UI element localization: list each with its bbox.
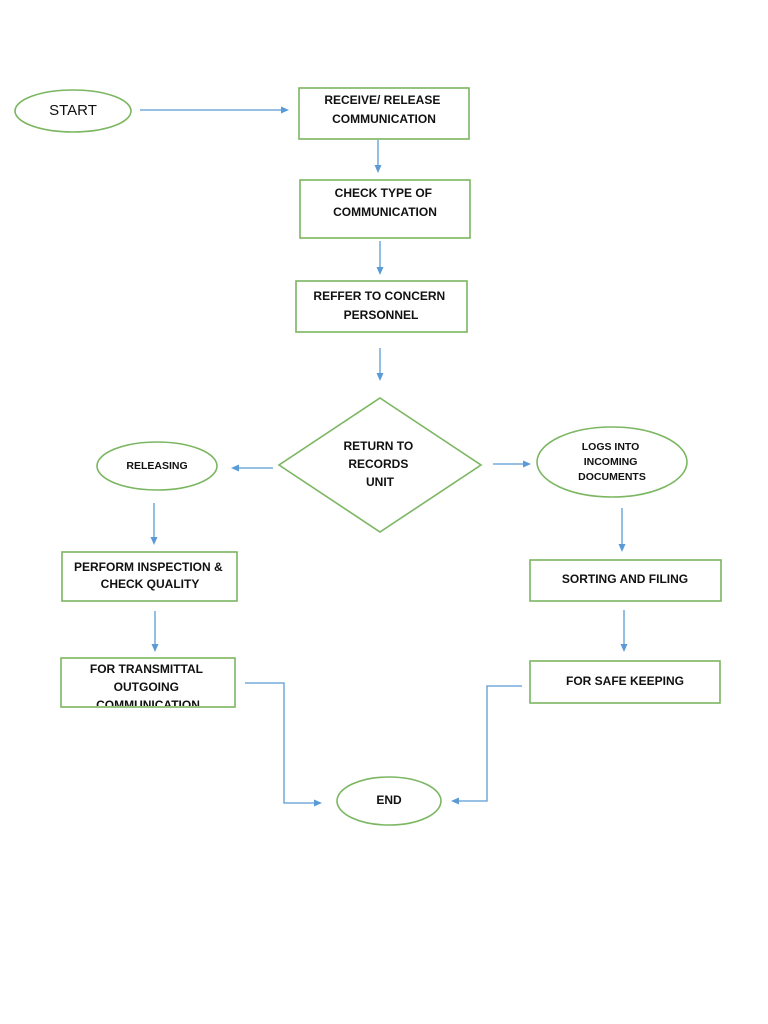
svg-text:RETURN TO RECORDS: RETURN TO RECORDS UNIT	[343, 439, 416, 489]
safe-label: FOR SAFE KEEPING	[566, 674, 684, 688]
transmittal-label-line-1: FOR TRANSMITTAL	[90, 662, 203, 676]
svg-text:LOGS INTO INCOMING: LOGS INTO INCOMING DOCUMENTS	[578, 441, 646, 483]
safe-box	[529, 660, 721, 704]
edges	[140, 106, 628, 807]
node-logs: LOGS INTO INCOMING DOCUMENTS	[536, 426, 688, 498]
arrowhead-decision-releasing	[231, 464, 239, 472]
arrowhead-sorting-safe	[620, 644, 628, 652]
svg-text:START: START	[49, 102, 97, 119]
check-box	[299, 179, 471, 239]
end-ellipse	[336, 776, 442, 826]
decision-label-line-2: RECORDS	[348, 457, 408, 471]
end-label: END	[376, 793, 402, 807]
receive-box	[298, 87, 470, 140]
node-refer: REFFER TO CONCERN PERSONNEL	[295, 280, 468, 333]
svg-text:CHECK TYPE OF COMMUNICAT: CHECK TYPE OF COMMUNICATION	[333, 186, 437, 219]
svg-text:RECEIVE/ RELEASE COMMUNI: RECEIVE/ RELEASE COMMUNICATION	[324, 93, 443, 126]
svg-text:REFFER TO CONCERN PERSON: REFFER TO CONCERN PERSONNEL	[313, 289, 448, 322]
releasing-ellipse	[96, 441, 218, 491]
arrowhead-check-refer	[376, 267, 384, 275]
check-label-line-1: CHECK TYPE OF	[335, 186, 432, 200]
svg-text:RELEASING: RELEASING	[126, 460, 187, 472]
node-end: END	[336, 776, 442, 826]
refer-box	[295, 280, 468, 333]
start-label: START	[49, 102, 97, 119]
node-transmittal: FOR TRANSMITTAL OUTGOING COMMUNICATION	[60, 657, 236, 712]
decision-diamond	[277, 397, 483, 533]
start-ellipse	[14, 89, 132, 133]
refer-label-line-1: REFFER TO CONCERN	[313, 289, 445, 303]
sorting-label: SORTING AND FILING	[562, 572, 688, 586]
edge-safe-end	[458, 685, 522, 802]
svg-text:FOR TRANSMITTAL OUTGOING: FOR TRANSMITTAL OUTGOING COMMUNICATION	[90, 662, 206, 712]
arrowhead-transmittal-end	[314, 799, 322, 807]
svg-text:SORTING AND FILING: SORTING AND FILING	[562, 572, 688, 586]
releasing-label: RELEASING	[126, 460, 187, 472]
inspection-label-line-1: PERFORM INSPECTION &	[74, 560, 223, 574]
transmittal-label-line-3: COMMUNICATION	[96, 698, 200, 712]
node-start: START	[14, 89, 132, 133]
inspection-box	[61, 551, 238, 602]
edge-transmittal-end	[245, 682, 315, 804]
logs-ellipse	[536, 426, 688, 498]
arrowhead-decision-logs	[523, 460, 531, 468]
receive-label-line-1: RECEIVE/ RELEASE	[324, 93, 440, 107]
node-check-type: CHECK TYPE OF COMMUNICATION	[299, 179, 471, 239]
decision-label-line-1: RETURN TO	[343, 439, 413, 453]
arrowhead-logs-sorting	[618, 544, 626, 552]
transmittal-label-line-2: OUTGOING	[114, 680, 179, 694]
svg-text:FOR SAFE KEEPING: FOR SAFE KEEPING	[566, 674, 684, 688]
logs-label-line-1: LOGS INTO	[582, 441, 640, 453]
svg-text:END: END	[376, 793, 402, 807]
node-releasing: RELEASING	[96, 441, 218, 491]
transmittal-box	[60, 657, 236, 708]
node-decision: RETURN TO RECORDS UNIT	[277, 397, 483, 533]
arrowhead-safe-end	[451, 797, 459, 805]
decision-label-line-3: UNIT	[366, 475, 395, 489]
node-receive-release: RECEIVE/ RELEASE COMMUNICATION	[298, 87, 470, 140]
node-inspection: PERFORM INSPECTION & CHECK QUALITY	[61, 551, 238, 602]
inspection-label-line-2: CHECK QUALITY	[101, 577, 200, 591]
node-safe-keeping: FOR SAFE KEEPING	[529, 660, 721, 704]
arrowhead-releasing-inspection	[150, 537, 158, 545]
svg-text:PERFORM INSPECTION & CHE: PERFORM INSPECTION & CHECK QUALITY	[74, 560, 226, 591]
node-sorting: SORTING AND FILING	[529, 559, 722, 602]
receive-label-line-2: COMMUNICATION	[332, 112, 436, 126]
logs-label-line-3: DOCUMENTS	[578, 471, 646, 483]
refer-label-line-2: PERSONNEL	[344, 308, 419, 322]
arrowhead-start-receive	[281, 106, 289, 114]
logs-label-line-2: INCOMING	[584, 456, 638, 468]
arrowhead-refer-decision	[376, 373, 384, 381]
sorting-box	[529, 559, 722, 602]
arrowhead-receive-check	[374, 165, 382, 173]
arrowhead-inspection-transmittal	[151, 644, 159, 652]
check-label-line-2: COMMUNICATION	[333, 205, 437, 219]
